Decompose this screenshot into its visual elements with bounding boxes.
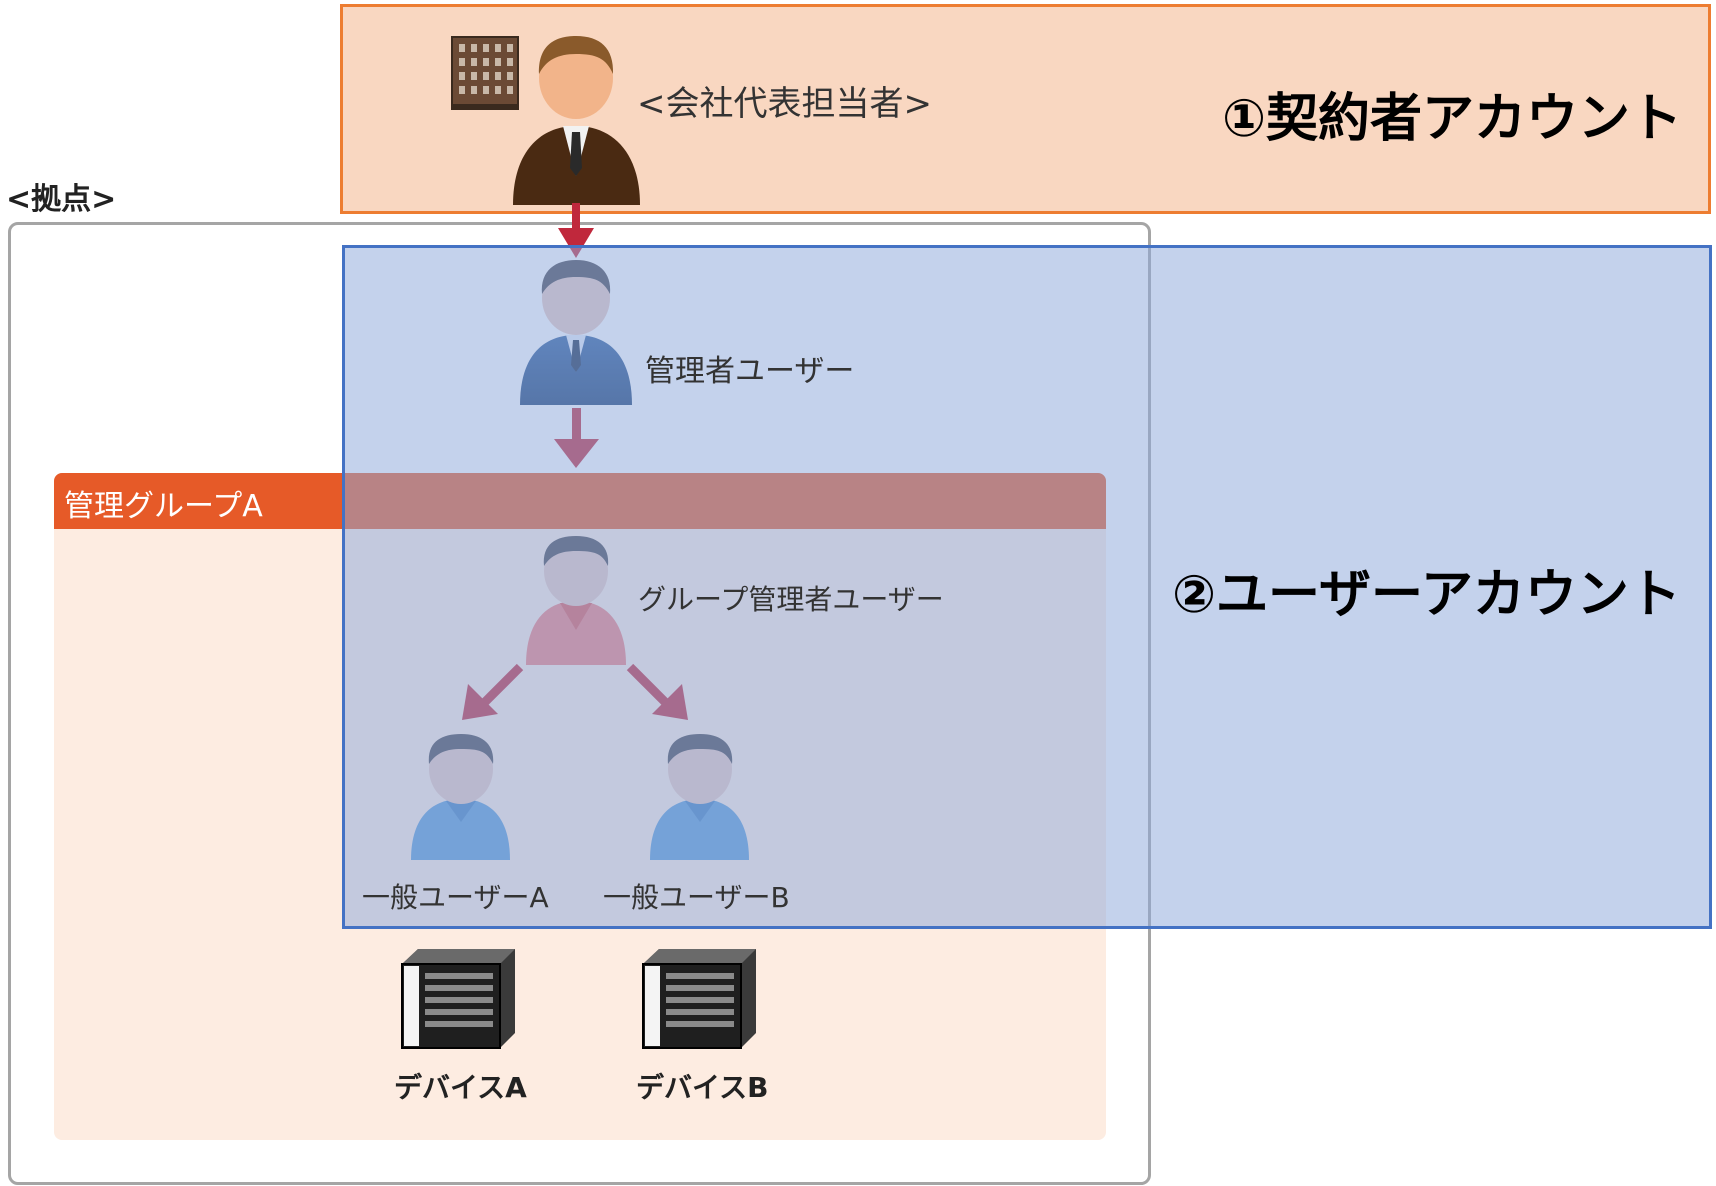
group-admin-label: グループ管理者ユーザー bbox=[638, 583, 944, 616]
user-account-title: ②ユーザーアカウント bbox=[1172, 565, 1681, 625]
contract-account-title: ①契約者アカウント bbox=[1222, 89, 1683, 149]
base-label: <拠点> bbox=[6, 182, 117, 217]
admin-user-label: 管理者ユーザー bbox=[645, 354, 855, 389]
device-b-label: デバイスB bbox=[636, 1071, 769, 1104]
group-title: 管理グループA bbox=[64, 489, 263, 524]
server-a-icon bbox=[401, 949, 515, 1049]
device-a-label: デバイスA bbox=[394, 1071, 527, 1104]
representative-person-icon bbox=[513, 36, 640, 205]
building-icon bbox=[451, 36, 519, 110]
server-b-icon bbox=[642, 949, 756, 1049]
general-user-a-label: 一般ユーザーA bbox=[362, 881, 549, 914]
representative-label: <会社代表担当者> bbox=[637, 84, 932, 124]
user-account-region bbox=[342, 245, 1712, 929]
general-user-b-label: 一般ユーザーB bbox=[603, 881, 790, 914]
arrow-down-icon bbox=[558, 203, 594, 258]
